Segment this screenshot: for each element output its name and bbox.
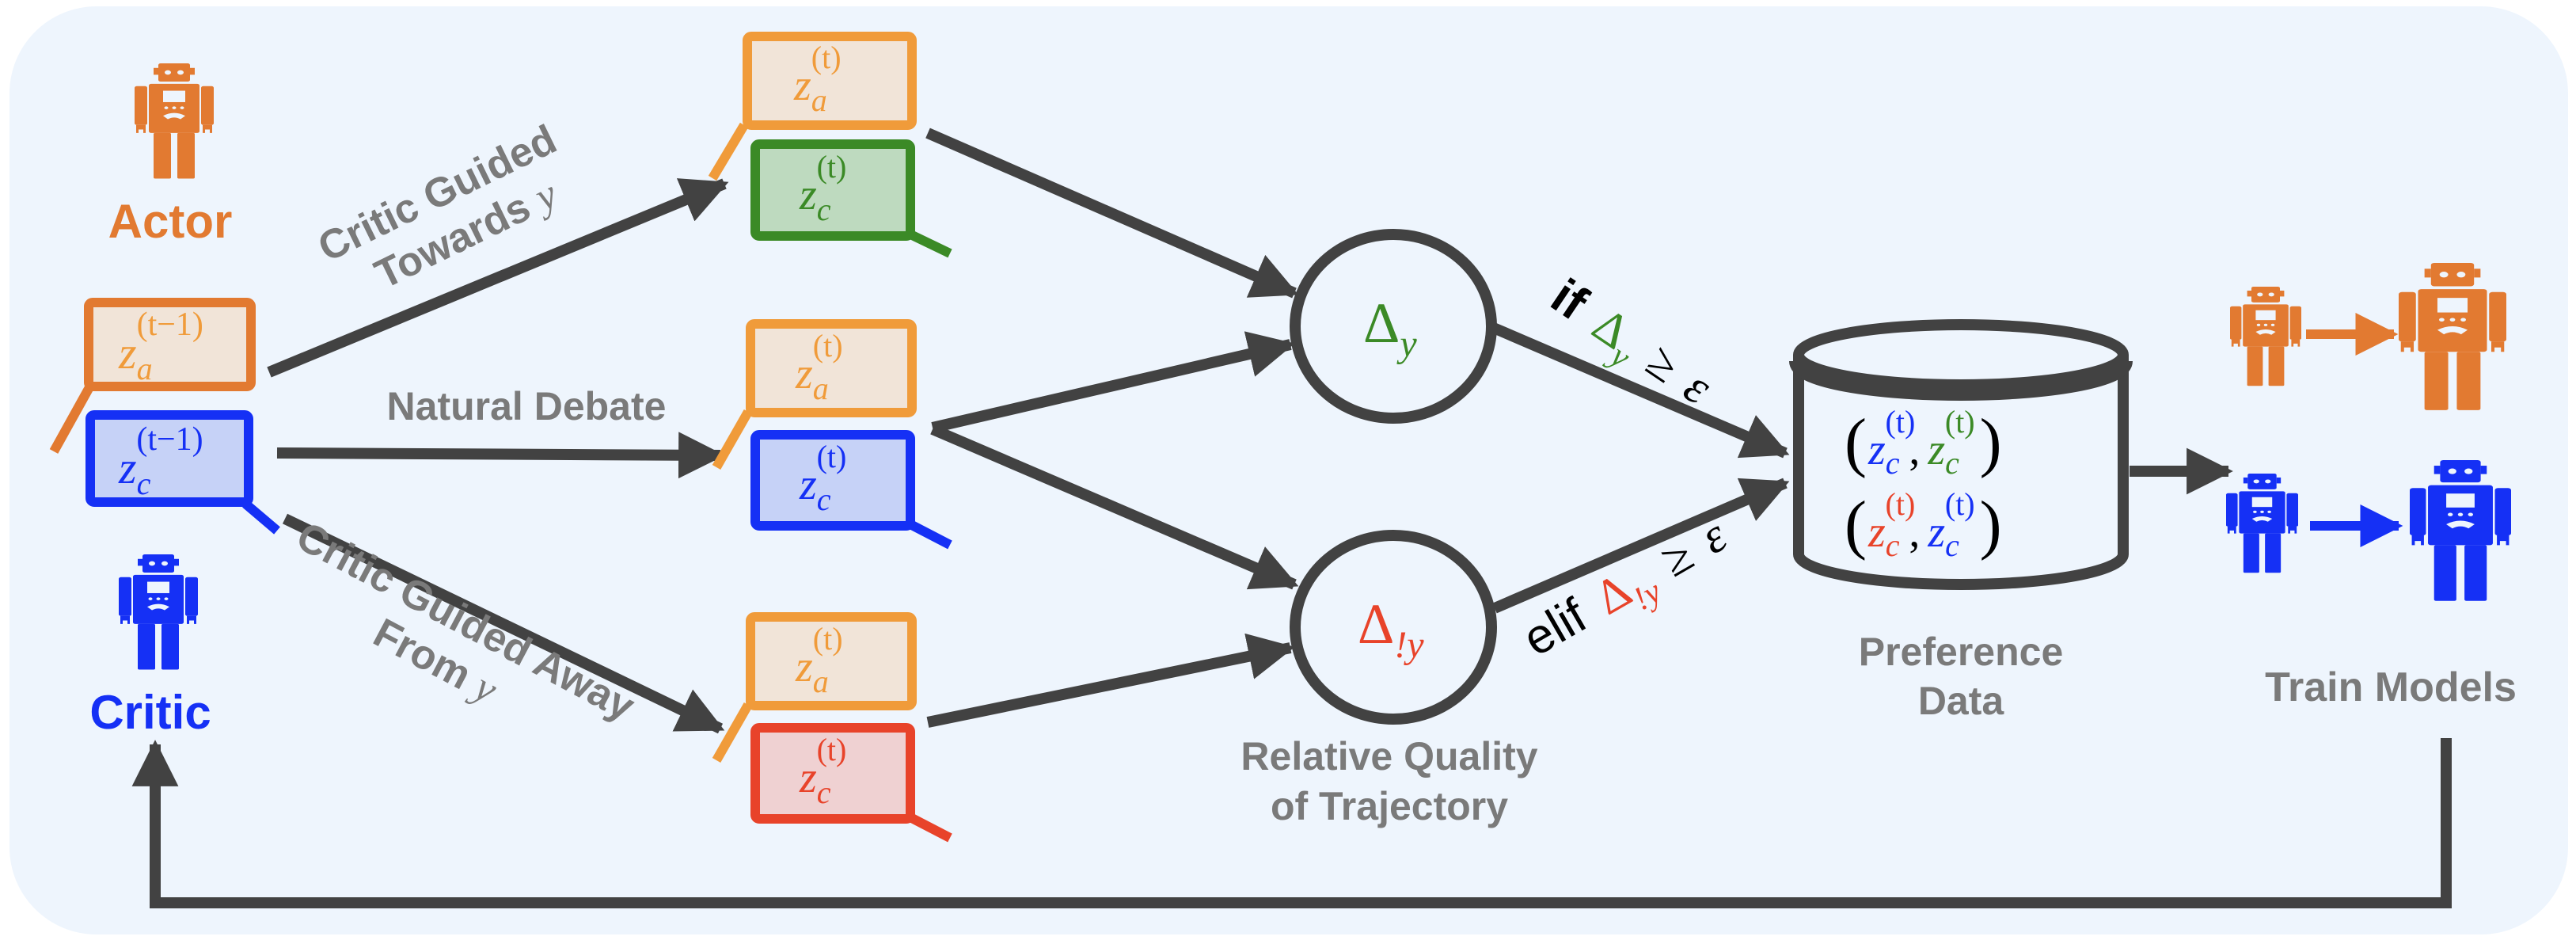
critic-state-box	[85, 410, 253, 507]
actor-state-box	[84, 298, 256, 391]
critic-bubble	[750, 723, 915, 824]
train-models-group: Train Models	[2226, 263, 2517, 710]
actor-label: Actor	[108, 195, 233, 248]
actor-group: Actor	[108, 63, 233, 248]
delta-y-node: Δy	[1290, 229, 1497, 424]
feedback-loop-arrow	[131, 738, 2452, 908]
bubble-pair-towards: za(t) zc(t)	[708, 32, 952, 258]
arrow-critic-guided-away	[282, 513, 725, 734]
delta-y-formula: Δy	[1363, 291, 1417, 365]
initial-state: za(t−1) zc(t−1)	[49, 298, 280, 535]
bubble-pair-natural: za(t) zc(t)	[712, 319, 952, 550]
actor-bubble	[746, 612, 917, 710]
bubble-pair-away: za(t) zc(t)	[712, 612, 952, 843]
arrow-bottom-to-delta-not-y	[926, 633, 1295, 728]
actor-bubble-formula: za(t)	[795, 328, 843, 406]
preference-caption-line1: Preference	[1859, 630, 2064, 674]
arrow-natural-debate	[276, 432, 725, 479]
critic-bubble	[750, 139, 915, 241]
preference-pair-2: (zc(t),zc(t))	[1845, 486, 2002, 563]
critic-bubble	[750, 430, 915, 531]
branch-label-natural: Natural Debate	[387, 384, 667, 428]
quality-caption-line1: Relative Quality	[1241, 734, 1537, 778]
arrow-critic-guided-towards	[267, 178, 729, 378]
critic-bubble-tail	[905, 811, 952, 843]
if-condition: if Δy ≥ ε	[1534, 268, 1722, 425]
critic-bubble-tail	[242, 500, 280, 535]
delta-not-y-node: Δ!y	[1290, 530, 1497, 725]
preference-caption-line2: Data	[1918, 679, 2005, 723]
actor-bubble-tail	[708, 122, 749, 181]
critic-label: Critic	[89, 686, 211, 739]
svg-text:if Δy ≥ ε: if Δy ≥ ε	[1534, 268, 1722, 425]
arrow-delta-y-to-data	[1487, 321, 1790, 459]
actor-bubble-tail	[712, 702, 753, 763]
actor-bubble	[743, 32, 917, 130]
critic-bubble-formula: zc(t)	[799, 149, 846, 227]
preference-pair-1: (zc(t),zc(t))	[1845, 404, 2002, 481]
actor-bubble-formula: za(t)	[793, 40, 842, 118]
background-panel	[9, 6, 2568, 934]
actor-bubble-tail	[49, 378, 98, 454]
delta-not-y-formula: Δ!y	[1358, 592, 1424, 666]
critic-bubble-formula: zc(t)	[799, 732, 846, 810]
actor-bubble-tail	[712, 409, 753, 470]
critic-state-formula: zc(t−1)	[118, 421, 203, 501]
train-models-label: Train Models	[2265, 664, 2517, 710]
preference-data-store: (zc(t),zc(t)) (zc(t),zc(t))	[1789, 319, 2133, 590]
actor-state-formula: za(t−1)	[118, 306, 203, 386]
arrow-top-to-delta-y	[925, 128, 1299, 299]
actor-bubble-formula: za(t)	[795, 621, 843, 699]
arrow-mid-to-delta-y	[931, 331, 1295, 433]
actor-bubble	[746, 319, 917, 417]
arrow-mid-to-delta-not-y	[930, 424, 1299, 590]
critic-bubble-tail	[905, 518, 952, 550]
arrow-delta-not-y-to-data	[1492, 478, 1790, 614]
critic-bubble-formula: zc(t)	[799, 439, 846, 517]
critic-bubble-tail	[905, 228, 952, 258]
quality-caption-line2: of Trajectory	[1271, 784, 1508, 828]
critic-group: Critic	[89, 554, 211, 739]
